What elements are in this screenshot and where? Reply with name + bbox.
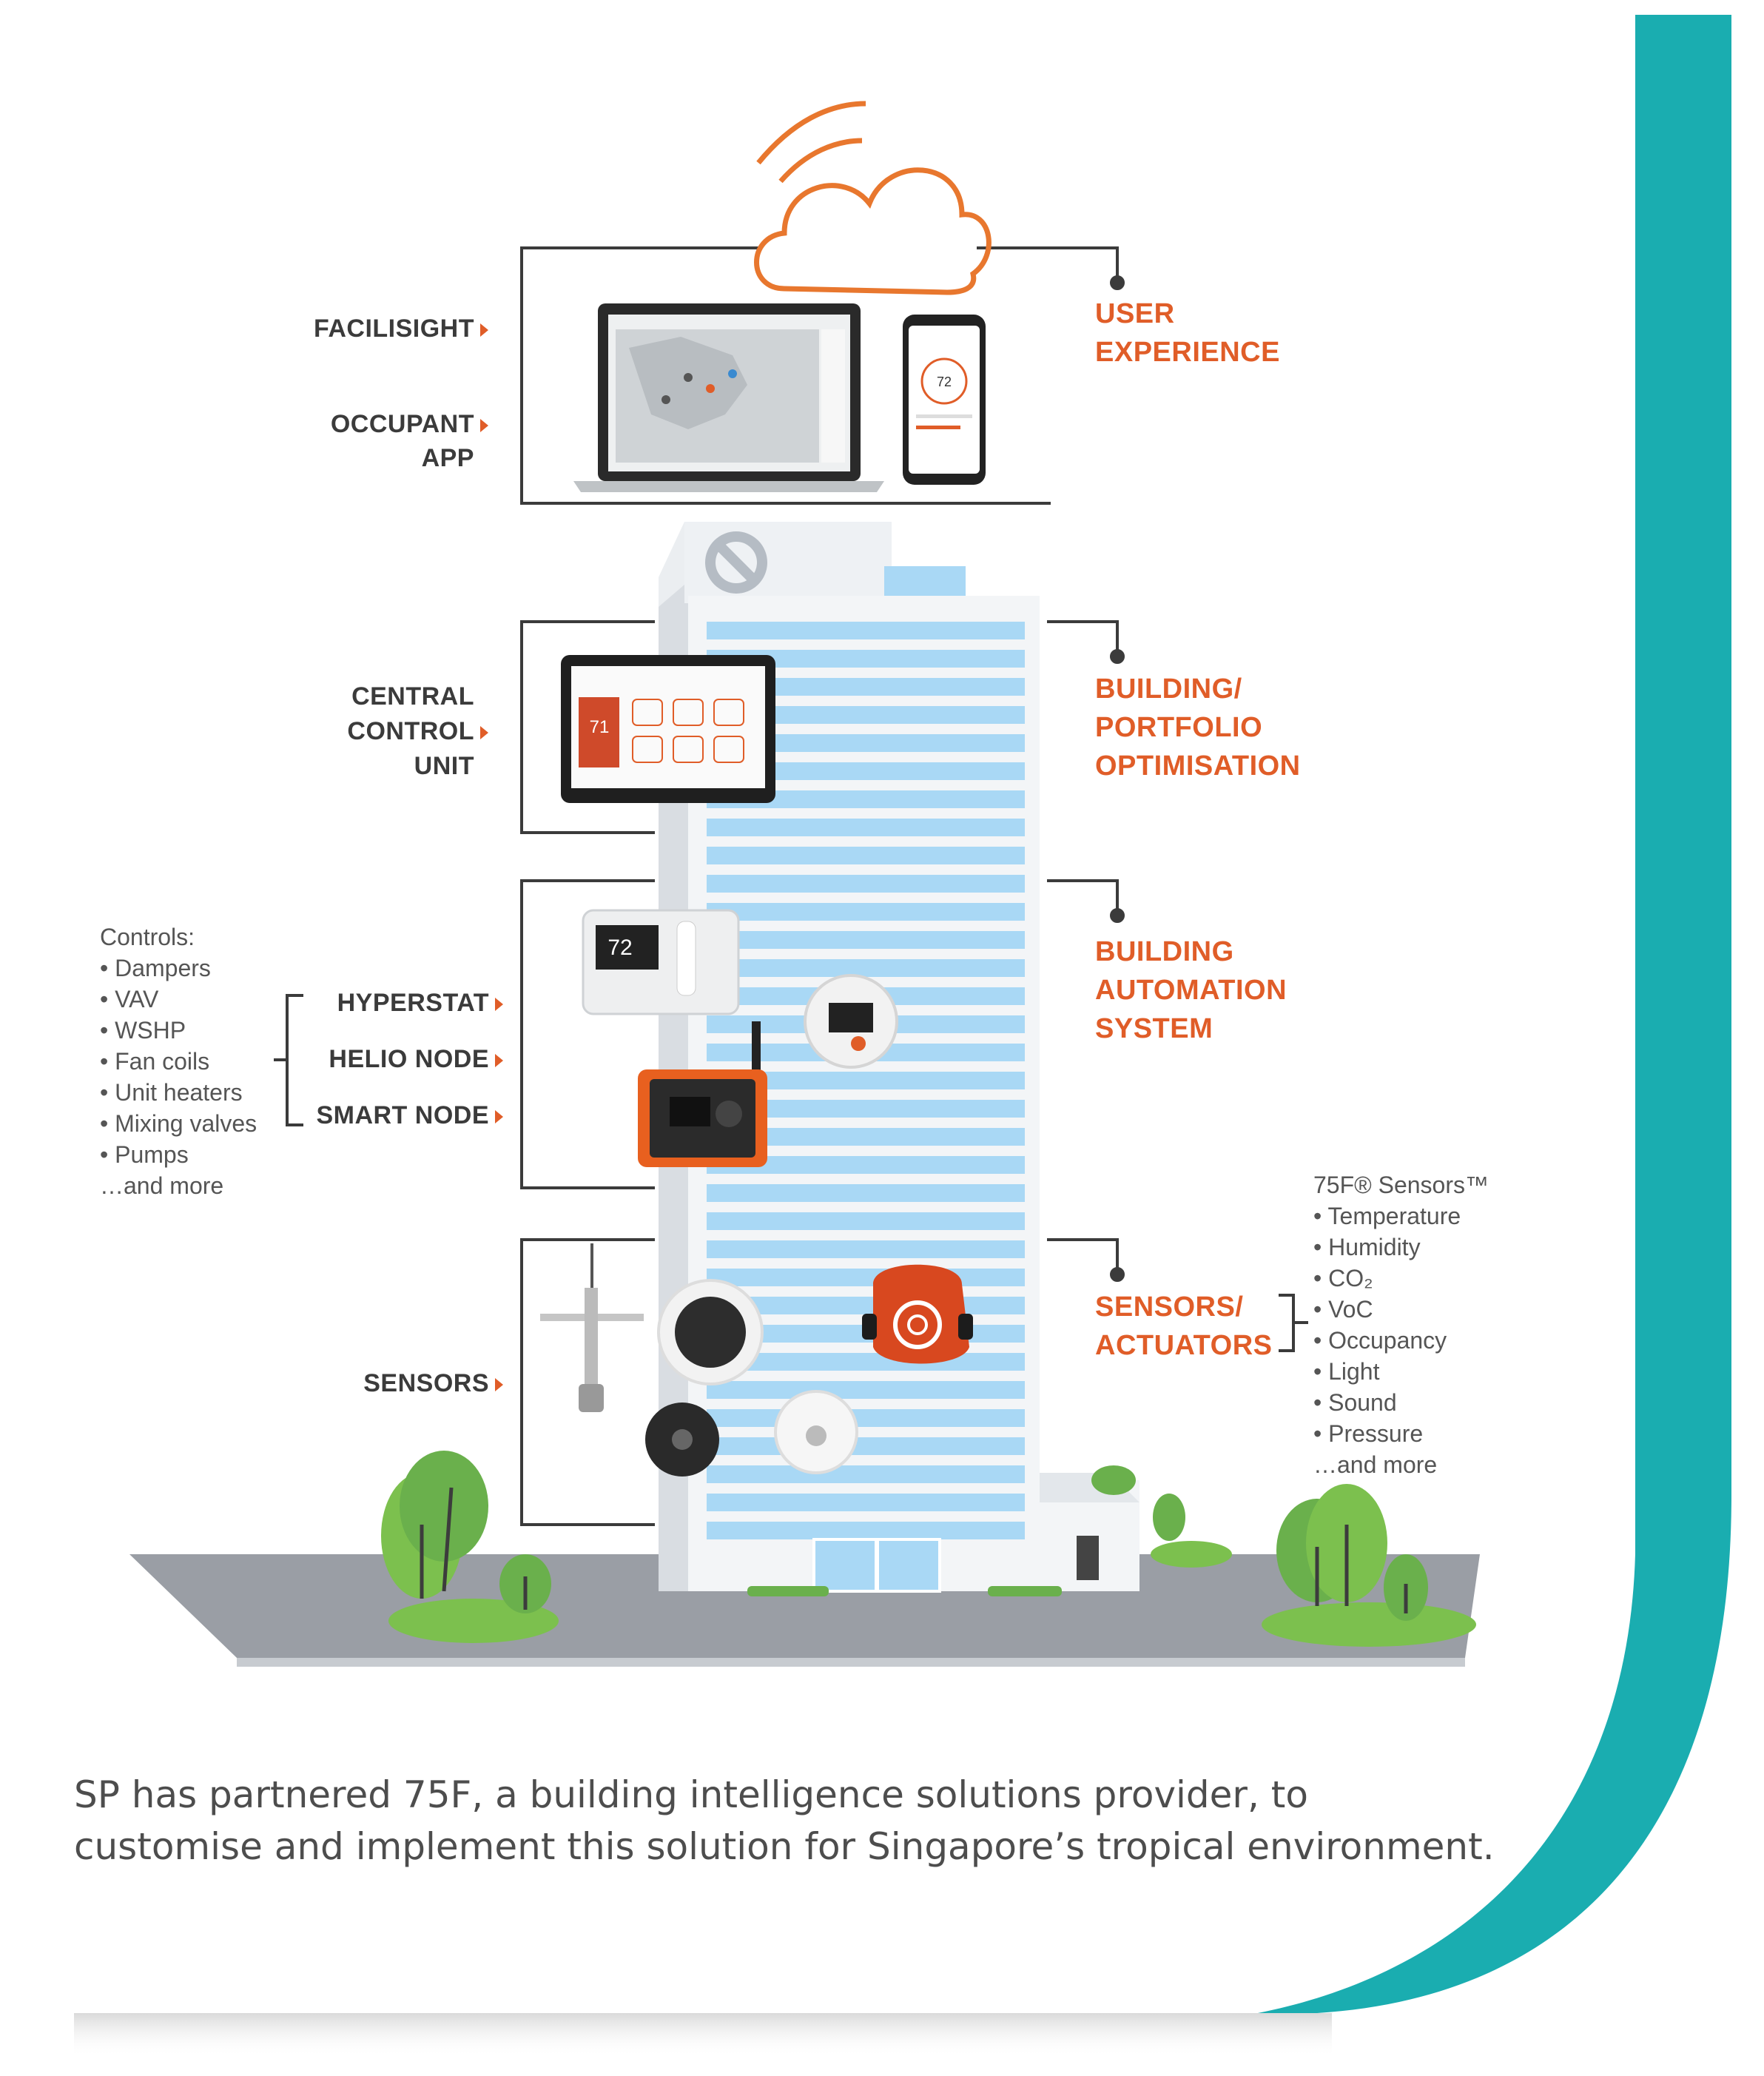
window-stripe (707, 903, 1025, 921)
sensors-item: • CO₂ (1313, 1265, 1373, 1291)
window-stripe (707, 1381, 1025, 1399)
facilisight-label: FACILISIGHT (281, 315, 488, 343)
tree-icon (1262, 1484, 1476, 1647)
ground-edge (237, 1658, 1465, 1667)
tree-icon (381, 1451, 559, 1643)
phone-app-icon: 72 (903, 315, 986, 485)
ccu-temp: 71 (590, 717, 610, 737)
sensors-item: • Occupancy (1313, 1327, 1447, 1354)
controls-item: • Pumps (100, 1141, 189, 1168)
window-stripe (707, 1522, 1025, 1539)
laptop-map-icon (573, 303, 884, 492)
sensors-item: • VoC (1313, 1296, 1373, 1323)
occupant-app-label: OCCUPANT APP (281, 407, 488, 475)
window-stripe (707, 847, 1025, 864)
window-stripe (707, 959, 1025, 977)
controls-title: Controls: (100, 924, 195, 950)
window-stripe (707, 1353, 1025, 1371)
window-stripe (707, 1269, 1025, 1286)
sensors-item: • Humidity (1313, 1234, 1421, 1260)
annex-door (1077, 1536, 1099, 1580)
controls-item: …and more (100, 1172, 224, 1199)
window-stripe (707, 1240, 1025, 1258)
window-stripe (707, 1184, 1025, 1202)
connector-lines (274, 246, 1308, 1526)
window-stripe (707, 1494, 1025, 1511)
sensors-item: • Sound (1313, 1389, 1397, 1416)
sensors-item: • Pressure (1313, 1420, 1424, 1447)
window-stripe (707, 931, 1025, 949)
building-top-window (884, 566, 966, 596)
window-stripe (707, 622, 1025, 639)
caption-line: customise and implement this solution fo… (74, 1825, 1495, 1868)
phone-temp: 72 (937, 374, 952, 389)
smart-node-label: SMART NODE (281, 1101, 503, 1130)
hyperstat-device: 72 (582, 909, 740, 1015)
window-stripe (707, 1297, 1025, 1314)
caption: SP has partnered 75F, a building intelli… (74, 1769, 1554, 1872)
central-control-unit-device: 71 (561, 655, 775, 803)
window-stripe (707, 1437, 1025, 1455)
sensors-item: …and more (1313, 1451, 1438, 1478)
caption-line: SP has partnered 75F, a building intelli… (74, 1773, 1308, 1816)
helio-node-label: HELIO NODE (281, 1045, 503, 1074)
controls-item: • Fan coils (100, 1048, 210, 1075)
hyperstat-temp: 72 (607, 935, 632, 960)
window-stripe (707, 1212, 1025, 1230)
controls-item: • Mixing valves (100, 1110, 257, 1137)
controls-item: • VAV (100, 986, 159, 1012)
cloud-icon (754, 101, 992, 295)
bottom-shadow (74, 2013, 1332, 2057)
controls-item: • WSHP (100, 1017, 186, 1044)
controls-item: • Dampers (100, 955, 211, 981)
window-stripe (707, 1409, 1025, 1427)
tree-icon (1091, 1465, 1232, 1568)
controls-list: Controls: • Dampers • VAV • WSHP • Fan c… (100, 921, 257, 1201)
building-top-side (659, 522, 684, 607)
sensors-item: • Light (1313, 1358, 1380, 1385)
teal-band (1258, 15, 1731, 2013)
controls-item: • Unit heaters (100, 1079, 243, 1106)
window-stripe (707, 1465, 1025, 1483)
window-stripe (707, 819, 1025, 836)
building-logo-icon (705, 531, 767, 594)
hyperstat-label: HYPERSTAT (281, 989, 503, 1018)
smart-node-device (638, 1021, 767, 1167)
helio-node-device (804, 974, 898, 1069)
sensor-devices (540, 1243, 973, 1477)
window-stripe (707, 875, 1025, 893)
sensors-actuators-label: SENSORS/ACTUATORS (1095, 1291, 1273, 1361)
central-control-unit-label: CENTRAL CONTROL UNIT (281, 679, 488, 784)
sensors-title: 75F® Sensors™ (1313, 1172, 1489, 1198)
sensors-list: 75F® Sensors™ • Temperature • Humidity •… (1313, 1169, 1489, 1480)
sensors-item: • Temperature (1313, 1203, 1461, 1229)
sensors-label: SENSORS (281, 1369, 503, 1398)
building-top (684, 522, 892, 603)
